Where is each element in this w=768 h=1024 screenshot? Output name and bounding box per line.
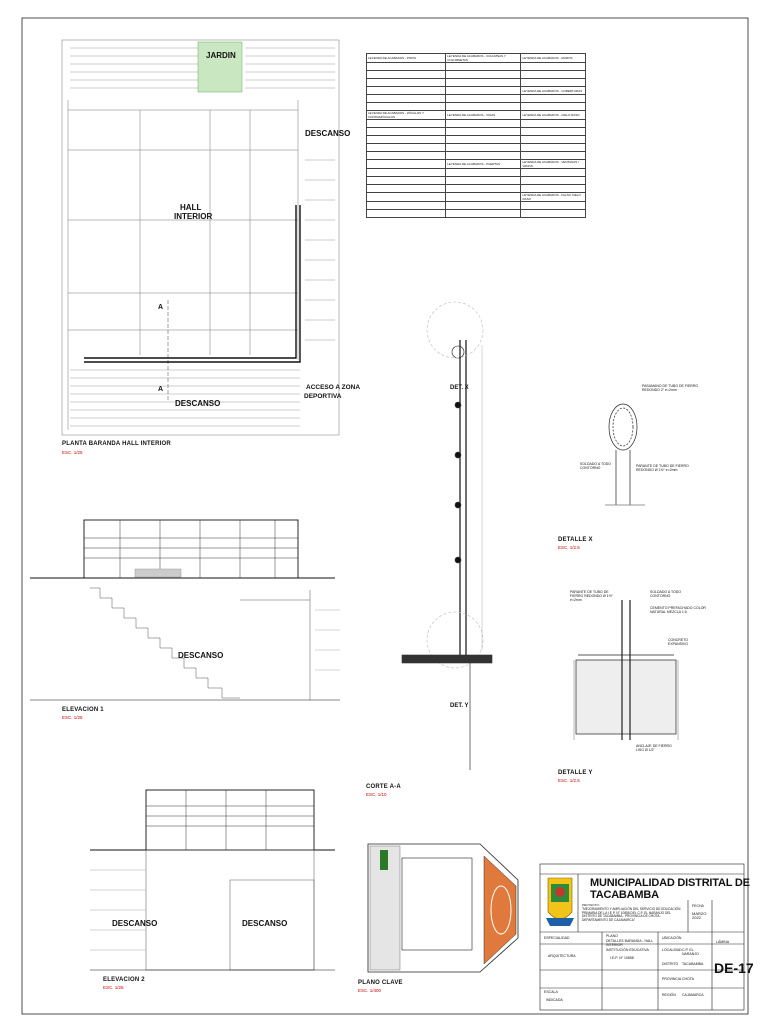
elev2-scale: ESC. 1/25	[103, 985, 124, 990]
elev1-title: ELEVACION 1	[62, 707, 104, 713]
elevation2-drawing	[90, 789, 335, 971]
legend-columnas: LEYENDA DE ACABADOS - COLUMNAS Y COLUMNE…	[445, 53, 522, 63]
section-drawing	[401, 301, 493, 770]
ubicacion-label: UBICACIÓN	[662, 936, 682, 940]
corte-title: CORTE A-A	[366, 784, 401, 790]
hall-label: HALL	[180, 203, 202, 212]
escala-label: ESCALA	[544, 990, 558, 994]
elev1-scale: ESC. 1/25	[62, 715, 83, 720]
clave-title: PLANO CLAVE	[358, 980, 403, 986]
anclaje-note: ANCLAJE DE FIERRO LISO Ø 1/2"	[636, 744, 672, 752]
interior-label: INTERIOR	[174, 212, 213, 221]
provincia-value: CHOTA	[682, 977, 694, 981]
legend-cielo: LEYENDA DE ACABADOS - CIELO RASO	[520, 110, 586, 120]
localidad-label: LOCALIDAD	[662, 948, 682, 952]
fecha-value: MARZO 2022	[692, 911, 707, 920]
detail-y-drawing	[573, 600, 679, 740]
distrito-value: TACABAMBA	[682, 962, 704, 966]
det-y-callout: DET. Y	[450, 703, 469, 709]
pasamano-note: PASAMANO DE TUBO DE FIERRO REDONDO 2" e=…	[642, 384, 699, 392]
section-mark-a-bottom: A	[158, 386, 164, 393]
elev2-title: ELEVACION 2	[103, 977, 145, 983]
institucion-label: INSTITUCIÓN EDUCATIVA	[606, 948, 649, 952]
corte-scale: ESC. 1/10	[366, 792, 387, 797]
legend-ventanas: LEYENDA DE ACABADOS - VENTANAS / VANOS	[520, 159, 586, 169]
institucion-value: I.E.P. N° 10858	[610, 956, 634, 960]
lamina-label: LÁMINA	[716, 940, 730, 944]
plano-value: DETALLES BARANDA - HALL INTERIOR	[606, 939, 654, 947]
region-label: REGIÓN	[662, 993, 676, 997]
acceso-label: ACCESO A ZONA	[306, 384, 361, 391]
descanso-elev2b-label: DESCANSO	[242, 919, 288, 928]
plan-drawing	[61, 39, 340, 436]
municipality-name: MUNICIPALIDAD DISTRITAL DE TACABAMBA	[590, 877, 750, 901]
detail-x-drawing	[605, 403, 645, 506]
key-plan-drawing	[367, 843, 519, 973]
plan-title: PLANTA BARANDA HALL INTERIOR	[62, 441, 171, 447]
dety-title: DETALLE Y	[558, 770, 593, 776]
sheet-number: DE-17	[714, 960, 754, 976]
elevation1-drawing	[30, 519, 340, 701]
descanso-elev2a-label: DESCANSO	[112, 919, 158, 928]
soldado-y-note: SOLDADO A TODO CONTORNO	[650, 590, 681, 598]
plan-scale: ESC. 1/25	[62, 450, 83, 455]
project-label: PROYECTO:	[582, 903, 600, 907]
escala-value: INDICADA	[546, 998, 563, 1002]
legend-falso-cielo: LEYENDA DE ACABADOS - FALSO CIELO RASO	[520, 192, 586, 202]
plano-label: PLANO	[606, 934, 618, 938]
section-mark-a-top: A	[158, 304, 164, 311]
soldado-note: SOLDADO A TODO CONTORNO	[580, 462, 611, 470]
descanso-top-label: DESCANSO	[305, 129, 351, 138]
concreto-note: CONCRETO EXPANSIVO	[668, 638, 688, 646]
det-x-callout: DET. X	[450, 385, 469, 391]
legend-puertas: LEYENDA DE ACABADOS - PUERTAS	[445, 159, 522, 169]
parante-note: PARANTE DE TUBO DE FIERRO REDONDO Ø 1½" …	[636, 464, 689, 472]
title-block-frame	[539, 863, 745, 1011]
region-value: CAJAMARCA	[682, 993, 704, 997]
distrito-label: DISTRITO	[662, 962, 679, 966]
parante-y-note: PARANTE DE TUBO DE FIERRO REDONDO Ø 1½" …	[570, 590, 613, 602]
especialidad-value: ARQUITECTURA	[548, 954, 576, 958]
especialidad-label: ESPECIALIDAD	[544, 936, 570, 940]
deportiva-label: DEPORTIVA	[304, 393, 342, 400]
detx-title: DETALLE X	[558, 537, 593, 543]
clave-scale: ESC. 1/400	[358, 988, 382, 993]
municipal-crest-icon	[546, 877, 574, 926]
fecha-label: FECHA	[692, 904, 704, 908]
jardin-label: JARDIN	[206, 51, 236, 60]
legend-coberturas: LEYENDA DE ACABADOS - COBERTURAS	[520, 86, 586, 95]
detx-scale: ESC. 1/2.5	[558, 545, 580, 550]
descanso-elev1-label: DESCANSO	[178, 651, 224, 660]
garden-area	[197, 41, 243, 93]
project-name: "MEJORAMIENTO Y AMPLIACIÓN DEL SERVICIO …	[582, 907, 681, 922]
cemento-note: CEMENTO PREFACHADO COLOR NATURAL MEZCLA …	[650, 606, 706, 614]
plan-railing	[84, 205, 301, 363]
provincia-label: PROVINCIA	[662, 977, 682, 981]
descanso-bottom-label: DESCANSO	[175, 399, 221, 408]
dety-scale: ESC. 1/2.5	[558, 778, 580, 783]
legend-vigas: LEYENDA DE ACABADOS - VIGAS	[445, 110, 522, 120]
legend-muros: LEYENDA DE ACABADOS - MUROS	[520, 53, 586, 63]
localidad-value: C.P. EL NARANJO	[682, 948, 699, 956]
legend-pisos: LEYENDA DE ACABADOS - PISOS	[365, 53, 447, 63]
legend-zocalos: LEYENDA DE ACABADOS - ZÓCALOS Y CONTRAZÓ…	[365, 110, 447, 120]
